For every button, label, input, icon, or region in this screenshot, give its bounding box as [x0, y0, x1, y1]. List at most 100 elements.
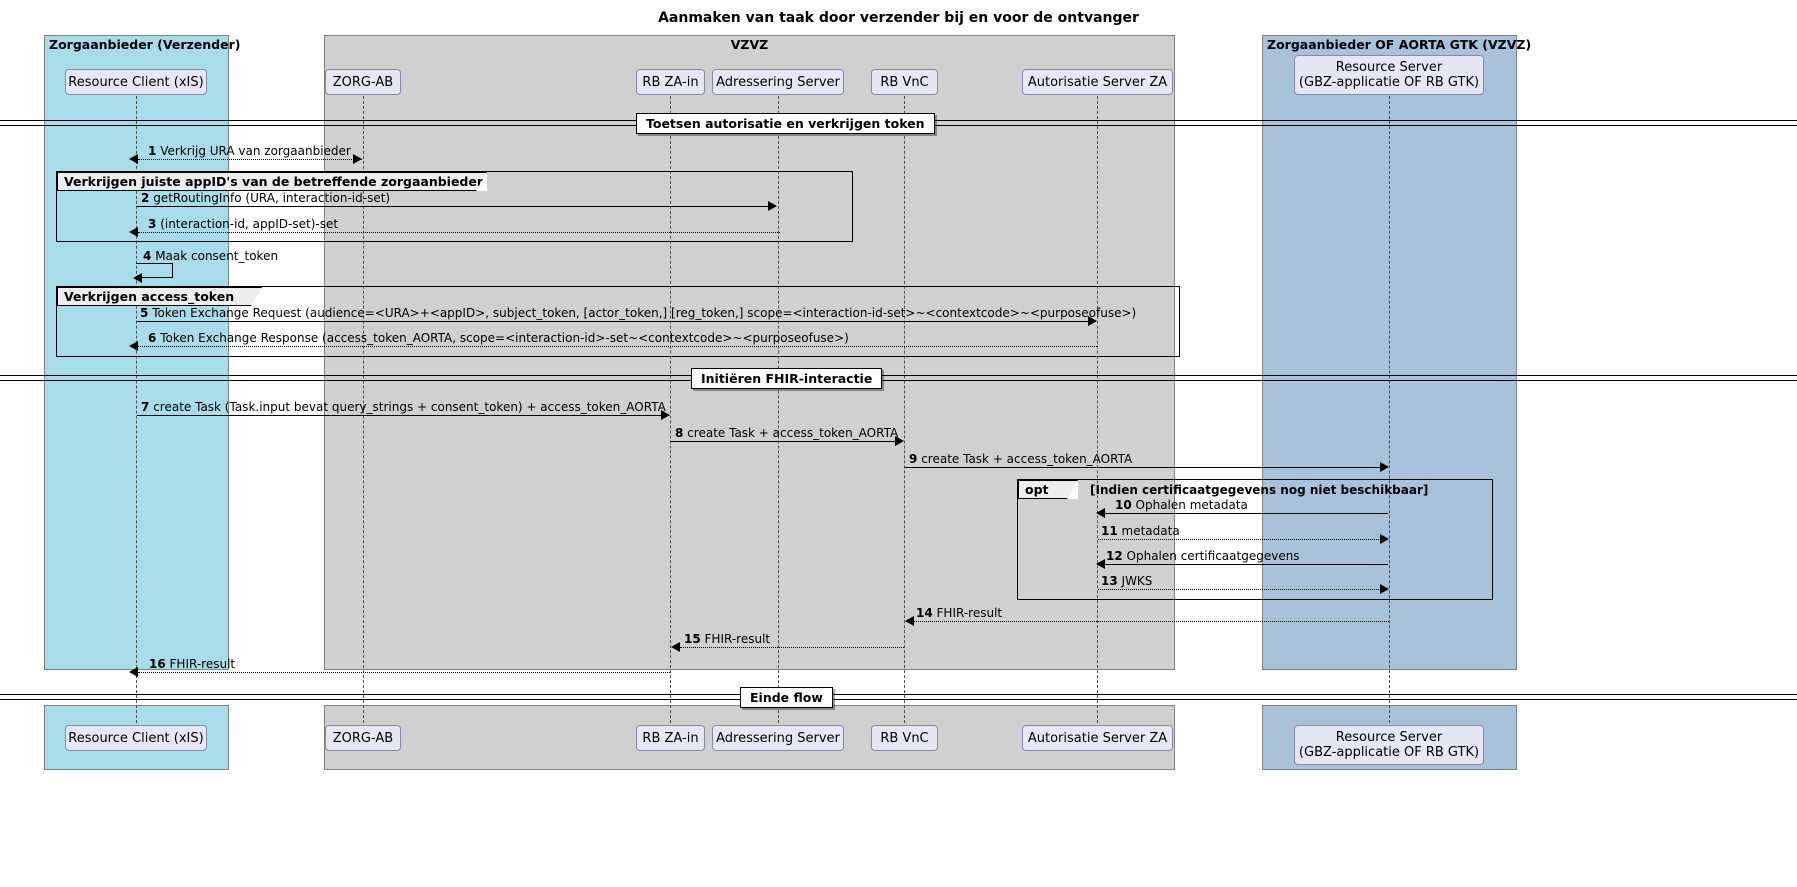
- message-16-number: 16: [149, 657, 166, 671]
- message-10-text: Ophalen metadata: [1135, 498, 1248, 512]
- message-7-text: create Task (Task.input bevat query_stri…: [153, 400, 666, 414]
- opt-frame-condition: [Indien certificaatgegevens nog niet bes…: [1090, 483, 1429, 497]
- participant-rb-za-in[interactable]: RB ZA-in: [636, 69, 705, 95]
- participant-adressering-server-bottom[interactable]: Adressering Server: [712, 725, 844, 751]
- message-8-arrowhead: [895, 436, 904, 446]
- message-16-text: FHIR-result: [169, 657, 236, 671]
- participant-autorisatie-server-za[interactable]: Autorisatie Server ZA: [1022, 69, 1173, 95]
- message-15-arrowhead: [671, 642, 680, 652]
- message-3-text: (interaction-id, appID-set)-set: [160, 217, 339, 231]
- lifeline-rb-za-in: [670, 96, 671, 723]
- message-1-text: Verkrijg URA van zorgaanbieder: [160, 144, 351, 158]
- participant-zorg-ab-bottom[interactable]: ZORG-AB: [325, 725, 401, 751]
- group-frame-appid-tab: Verkrijgen juiste appID's van de betreff…: [57, 172, 487, 191]
- message-8-text: create Task + access_token_AORTA: [687, 426, 899, 440]
- message-14-label: 14 FHIR-result: [916, 607, 1002, 620]
- divider-initieren-fhir: Initiëren FHIR-interactie: [691, 368, 883, 389]
- message-10-number: 10: [1115, 498, 1132, 512]
- message-3-arrowhead: [129, 227, 138, 237]
- message-9-label: 9 create Task + access_token_AORTA: [909, 453, 1132, 466]
- participant-adressering-server[interactable]: Adressering Server: [712, 69, 844, 95]
- message-2-number: 2: [141, 191, 150, 205]
- message-16-line: [138, 672, 670, 673]
- message-5-number: 5: [140, 306, 149, 320]
- message-5-arrowhead: [1088, 316, 1097, 326]
- message-4-text: Maak consent_token: [155, 249, 279, 263]
- message-3-line: [138, 232, 780, 233]
- message-15-label: 15 FHIR-result: [684, 633, 770, 646]
- message-2-text: getRoutingInfo (URA, interaction-id-set): [153, 191, 391, 205]
- opt-frame-tab: opt: [1018, 480, 1078, 499]
- message-1-label: 1 Verkrijg URA van zorgaanbieder: [148, 145, 351, 158]
- participant-rb-za-in-bottom[interactable]: RB ZA-in: [636, 725, 705, 751]
- message-11-label: 11 metadata: [1101, 525, 1180, 538]
- message-13-arrowhead: [1380, 584, 1389, 594]
- message-10-label: 10 Ophalen metadata: [1115, 499, 1248, 512]
- message-7-label: 7 create Task (Task.input bevat query_st…: [141, 401, 666, 414]
- message-14-line: [914, 621, 1389, 622]
- opt-frame-label: opt: [1025, 482, 1049, 497]
- message-4-label: 4 Maak consent_token: [143, 250, 278, 263]
- message-12-number: 12: [1106, 549, 1123, 563]
- opt-frame-certificaatgegevens: [1017, 479, 1493, 600]
- message-15-text: FHIR-result: [704, 632, 771, 646]
- lifeline-resource-server: [1389, 96, 1390, 723]
- message-9-line: [905, 467, 1380, 468]
- message-1-arrowhead-right: [353, 154, 362, 164]
- participant-resource-server[interactable]: Resource Server (GBZ-applicatie OF RB GT…: [1294, 55, 1484, 95]
- message-16-label: 16 FHIR-result: [149, 658, 235, 671]
- message-8-line: [671, 441, 896, 442]
- message-4-self-loop: [136, 263, 173, 278]
- message-9-number: 9: [909, 452, 918, 466]
- message-12-arrowhead: [1096, 559, 1105, 569]
- message-6-text: Token Exchange Response (access_token_AO…: [160, 331, 849, 345]
- message-14-text: FHIR-result: [936, 606, 1003, 620]
- message-13-label: 13 JWKS: [1101, 575, 1152, 588]
- message-15-number: 15: [684, 632, 701, 646]
- participant-box-label: Zorgaanbieder OF AORTA GTK (VZVZ): [1267, 37, 1532, 52]
- participant-box-label: VZVZ: [730, 37, 769, 52]
- message-4-arrowhead: [133, 273, 142, 283]
- divider-einde-flow: Einde flow: [740, 687, 833, 708]
- message-13-text: JWKS: [1121, 574, 1153, 588]
- participant-resource-client[interactable]: Resource Client (xIS): [65, 69, 207, 95]
- message-10-arrowhead: [1096, 508, 1105, 518]
- message-5-text: Token Exchange Request (audience=<URA>+<…: [152, 306, 1137, 320]
- divider-toetsen-autorisatie: Toetsen autorisatie en verkrijgen token: [636, 113, 935, 134]
- lifeline-resource-client: [136, 96, 137, 723]
- message-16-arrowhead: [129, 667, 138, 677]
- frame-tab-corner: [1067, 480, 1078, 499]
- lifeline-adressering-server: [778, 96, 779, 723]
- message-8-number: 8: [675, 426, 684, 440]
- participant-zorg-ab[interactable]: ZORG-AB: [325, 69, 401, 95]
- message-1-line: [138, 159, 362, 160]
- participant-box-label: Zorgaanbieder (Verzender): [49, 37, 241, 52]
- divider-rule-3: [0, 694, 1797, 700]
- message-11-text: metadata: [1121, 524, 1180, 538]
- participant-autorisatie-server-za-bottom[interactable]: Autorisatie Server ZA: [1022, 725, 1173, 751]
- frame-tab-corner: [251, 287, 262, 306]
- message-11-arrowhead: [1380, 534, 1389, 544]
- message-13-line: [1098, 589, 1381, 590]
- participant-resource-server-bottom[interactable]: Resource Server (GBZ-applicatie OF RB GT…: [1294, 725, 1484, 765]
- message-6-line: [138, 346, 1097, 347]
- message-5-label: 5 Token Exchange Request (audience=<URA>…: [140, 307, 1136, 320]
- message-4-number: 4: [143, 249, 152, 263]
- divider-rule-2: [0, 375, 1797, 381]
- message-11-line: [1098, 539, 1381, 540]
- message-3-label: 3 (interaction-id, appID-set)-set: [148, 218, 338, 231]
- message-12-text: Ophalen certificaatgegevens: [1126, 549, 1300, 563]
- message-14-arrowhead: [905, 616, 914, 626]
- group-frame-appid-label: Verkrijgen juiste appID's van de betreff…: [64, 174, 484, 189]
- message-1-arrowhead: [129, 154, 138, 164]
- lifeline-rb-vnc: [904, 96, 905, 723]
- message-2-arrowhead: [768, 201, 777, 211]
- message-12-line: [1105, 564, 1388, 565]
- group-frame-access-token-label: Verkrijgen access_token: [64, 289, 235, 304]
- message-15-line: [680, 647, 904, 648]
- participant-rb-vnc-bottom[interactable]: RB VnC: [871, 725, 938, 751]
- message-3-number: 3: [148, 217, 157, 231]
- participant-resource-client-bottom[interactable]: Resource Client (xIS): [65, 725, 207, 751]
- message-7-number: 7: [141, 400, 150, 414]
- participant-rb-vnc[interactable]: RB VnC: [871, 69, 938, 95]
